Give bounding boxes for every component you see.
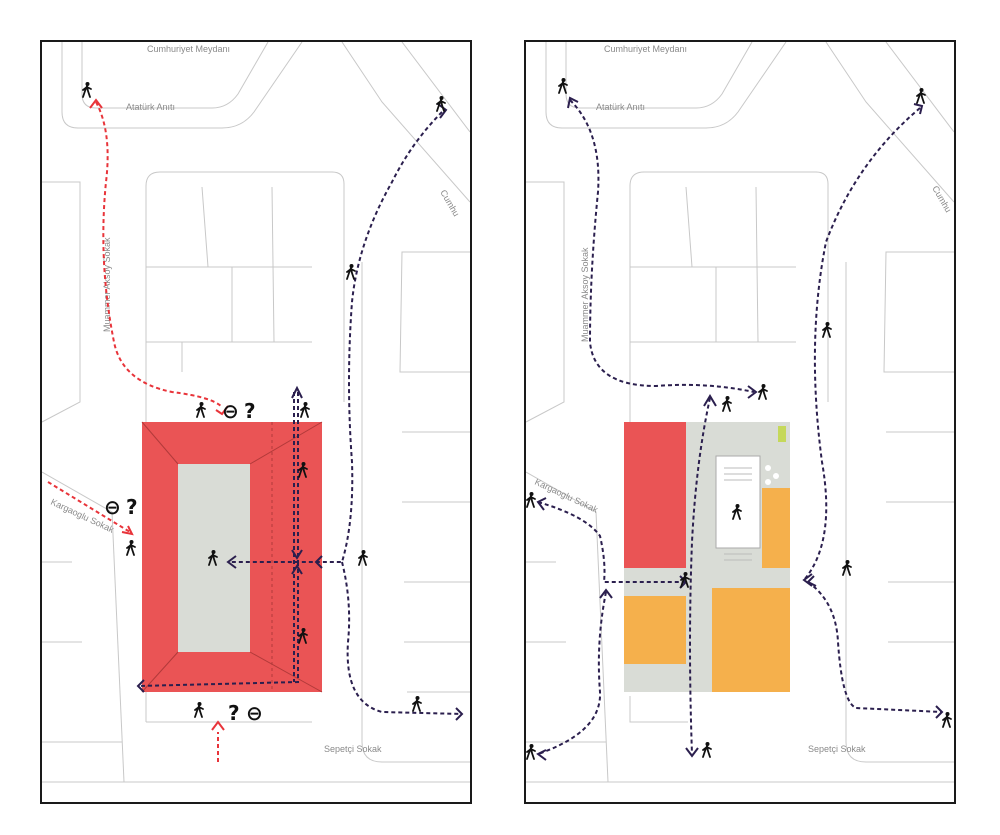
question-icon: ? xyxy=(228,701,240,725)
question-icon: ? xyxy=(126,495,138,519)
no-entry-icon: ⊖ xyxy=(222,399,239,423)
street-context xyxy=(42,42,470,783)
pedestrian-icon xyxy=(526,744,536,760)
new-block-southeast xyxy=(712,588,790,692)
pedestrian-paths xyxy=(537,99,943,755)
panel-proposed-situation: Cumhuriyet Meydanı Atatürk Anıtı Cumhu M… xyxy=(524,40,956,804)
pedestrian-icon xyxy=(82,82,92,98)
pedestrian-icon xyxy=(412,696,422,712)
pedestrian-icon xyxy=(358,550,368,566)
label-sepetci: Sepetçi Sokak xyxy=(808,744,866,754)
new-block-southwest xyxy=(624,596,686,664)
no-entry-icon: ⊖ xyxy=(246,701,263,725)
panel-existing-situation: Cumhuriyet Meydanı Atatürk Anıtı Cumhu M… xyxy=(40,40,472,804)
label-cumhuriyet: Cumhu xyxy=(930,184,953,214)
question-icon: ? xyxy=(244,399,256,423)
label-ataturk-aniti: Atatürk Anıtı xyxy=(596,102,645,112)
site-plan-proposed: Cumhuriyet Meydanı Atatürk Anıtı Cumhu M… xyxy=(526,42,954,783)
no-entry-icon: ⊖ xyxy=(104,495,121,519)
label-muammer-aksoy: Muammer Aksoy Sokak xyxy=(102,237,112,332)
green-accent xyxy=(778,426,786,442)
pedestrian-icon xyxy=(702,742,712,758)
proposed-blocks xyxy=(624,422,790,696)
pedestrian-icon xyxy=(722,396,732,412)
courtyard-building xyxy=(141,421,323,693)
label-sepetci: Sepetçi Sokak xyxy=(324,744,382,754)
pedestrian-icon xyxy=(916,88,926,104)
blocked-paths xyxy=(47,101,223,762)
pedestrian-icon xyxy=(526,492,536,508)
central-courtyard xyxy=(715,455,761,549)
pedestrian-icon xyxy=(300,402,310,418)
access-symbols: ⊖ ? ⊖ ? ? ⊖ xyxy=(104,399,263,725)
new-block-east xyxy=(762,488,790,568)
pedestrian-icon xyxy=(346,264,356,280)
label-cumhuriyet: Cumhu xyxy=(438,188,461,218)
label-cumhuriyet-meydani: Cumhuriyet Meydanı xyxy=(147,44,230,54)
pedestrian-icon xyxy=(942,712,952,728)
label-cumhuriyet-meydani: Cumhuriyet Meydanı xyxy=(604,44,687,54)
pedestrian-icon xyxy=(822,322,832,338)
site-plan-existing: Cumhuriyet Meydanı Atatürk Anıtı Cumhu M… xyxy=(42,42,470,783)
label-muammer-aksoy: Muammer Aksoy Sokak xyxy=(580,247,590,342)
pedestrian-icon xyxy=(196,402,206,418)
pedestrian-icon xyxy=(126,540,136,556)
pedestrian-icon xyxy=(194,702,204,718)
retained-building xyxy=(624,422,686,568)
pedestrian-icon xyxy=(436,96,446,112)
street-context xyxy=(526,42,954,783)
label-ataturk-aniti: Atatürk Anıtı xyxy=(126,102,175,112)
pedestrian-paths xyxy=(137,111,463,715)
pedestrian-icon xyxy=(842,560,852,576)
pedestrian-icon xyxy=(758,384,768,400)
